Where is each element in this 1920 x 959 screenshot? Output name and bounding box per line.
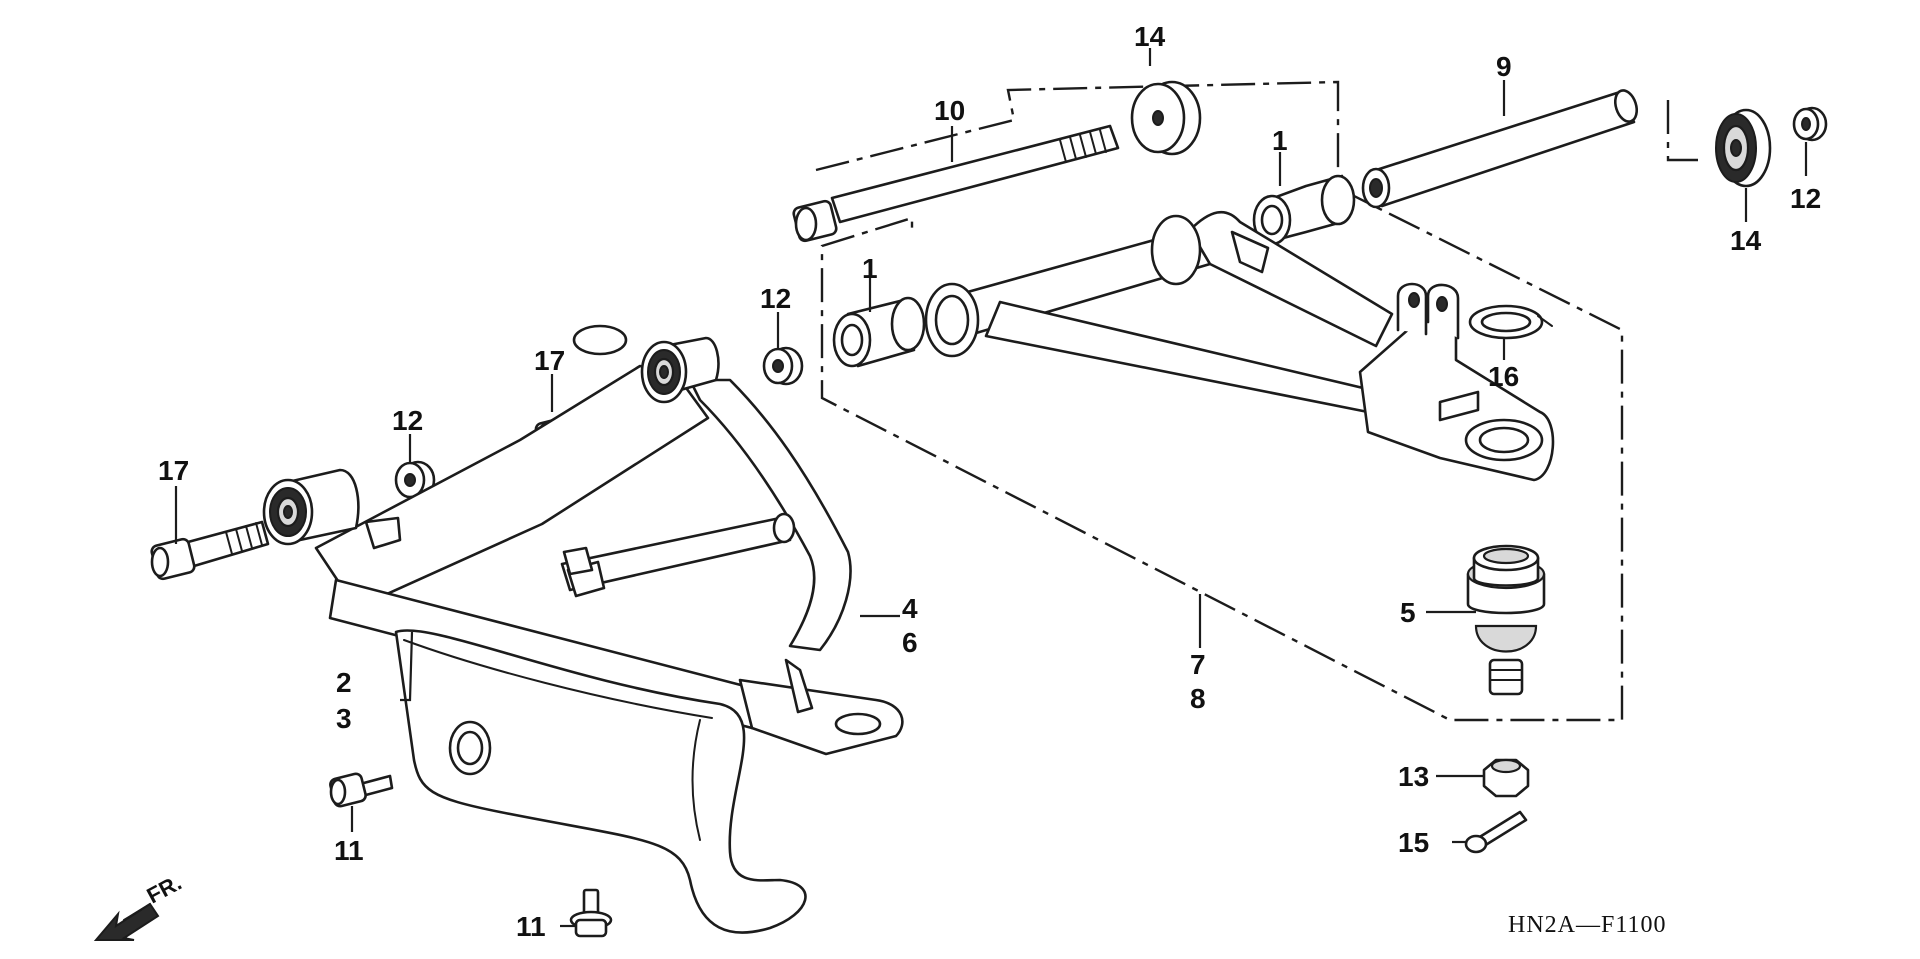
callout-6: 6: [902, 627, 918, 658]
nut-13[interactable]: [1482, 758, 1530, 798]
callout-17-lower: 17: [158, 455, 189, 486]
front-label: FR.: [143, 870, 186, 909]
leader-lines: [174, 48, 1808, 928]
callout-3: 3: [336, 703, 352, 734]
callout-10: 10: [934, 95, 965, 126]
bolt-10[interactable]: [792, 124, 1120, 243]
callout-11-bottom: 11: [516, 911, 546, 942]
assembly-outline: [815, 80, 1705, 722]
callout-2: 2: [336, 667, 352, 698]
callout-9: 9: [1496, 51, 1512, 82]
callout-17-upper: 17: [534, 345, 565, 376]
callout-4: 4: [902, 593, 918, 624]
callout-12-middle: 12: [760, 283, 791, 314]
callout-8: 8: [1190, 683, 1206, 714]
callout-numbers: 14 10 1 9 14 12 1 12 16 17 12 17 4 6 2 3…: [158, 21, 1821, 942]
diagram-code: HN2A—F1100: [1508, 912, 1666, 938]
clip-16[interactable]: [1468, 304, 1553, 340]
front-direction-arrow: FR.: [93, 870, 186, 941]
bushing-1-upper[interactable]: [1252, 174, 1356, 246]
callout-11-left: 11: [334, 835, 364, 866]
callout-13: 13: [1398, 761, 1429, 792]
callout-5: 5: [1400, 597, 1416, 628]
callout-15: 15: [1398, 827, 1429, 858]
callout-12-left: 12: [392, 405, 423, 436]
callout-14-upper: 14: [1134, 21, 1166, 52]
bolt-11-bottom[interactable]: [569, 888, 613, 938]
bushing-1-left[interactable]: [832, 296, 926, 368]
washer-14-upper[interactable]: [1130, 80, 1202, 156]
nut-12-middle[interactable]: [762, 346, 804, 386]
nut-12-right[interactable]: [1792, 106, 1828, 142]
bolt-11-left[interactable]: [329, 772, 394, 808]
callout-14-right: 14: [1730, 225, 1762, 256]
cotter-pin-15[interactable]: [1464, 810, 1528, 854]
bearing-14-right[interactable]: [1715, 108, 1772, 188]
ball-joint-5[interactable]: [1466, 544, 1546, 696]
callout-12-right: 12: [1790, 183, 1821, 214]
bolt-17-lower[interactable]: [150, 520, 270, 581]
callout-16: 16: [1488, 361, 1519, 392]
callout-1-left: 1: [862, 253, 878, 284]
guard-2-3[interactable]: [394, 629, 807, 934]
collar-9[interactable]: [1361, 88, 1640, 209]
upper-arm-7-8[interactable]: [924, 210, 1555, 482]
callout-7: 7: [1190, 649, 1206, 680]
callout-1-upper: 1: [1272, 125, 1288, 156]
